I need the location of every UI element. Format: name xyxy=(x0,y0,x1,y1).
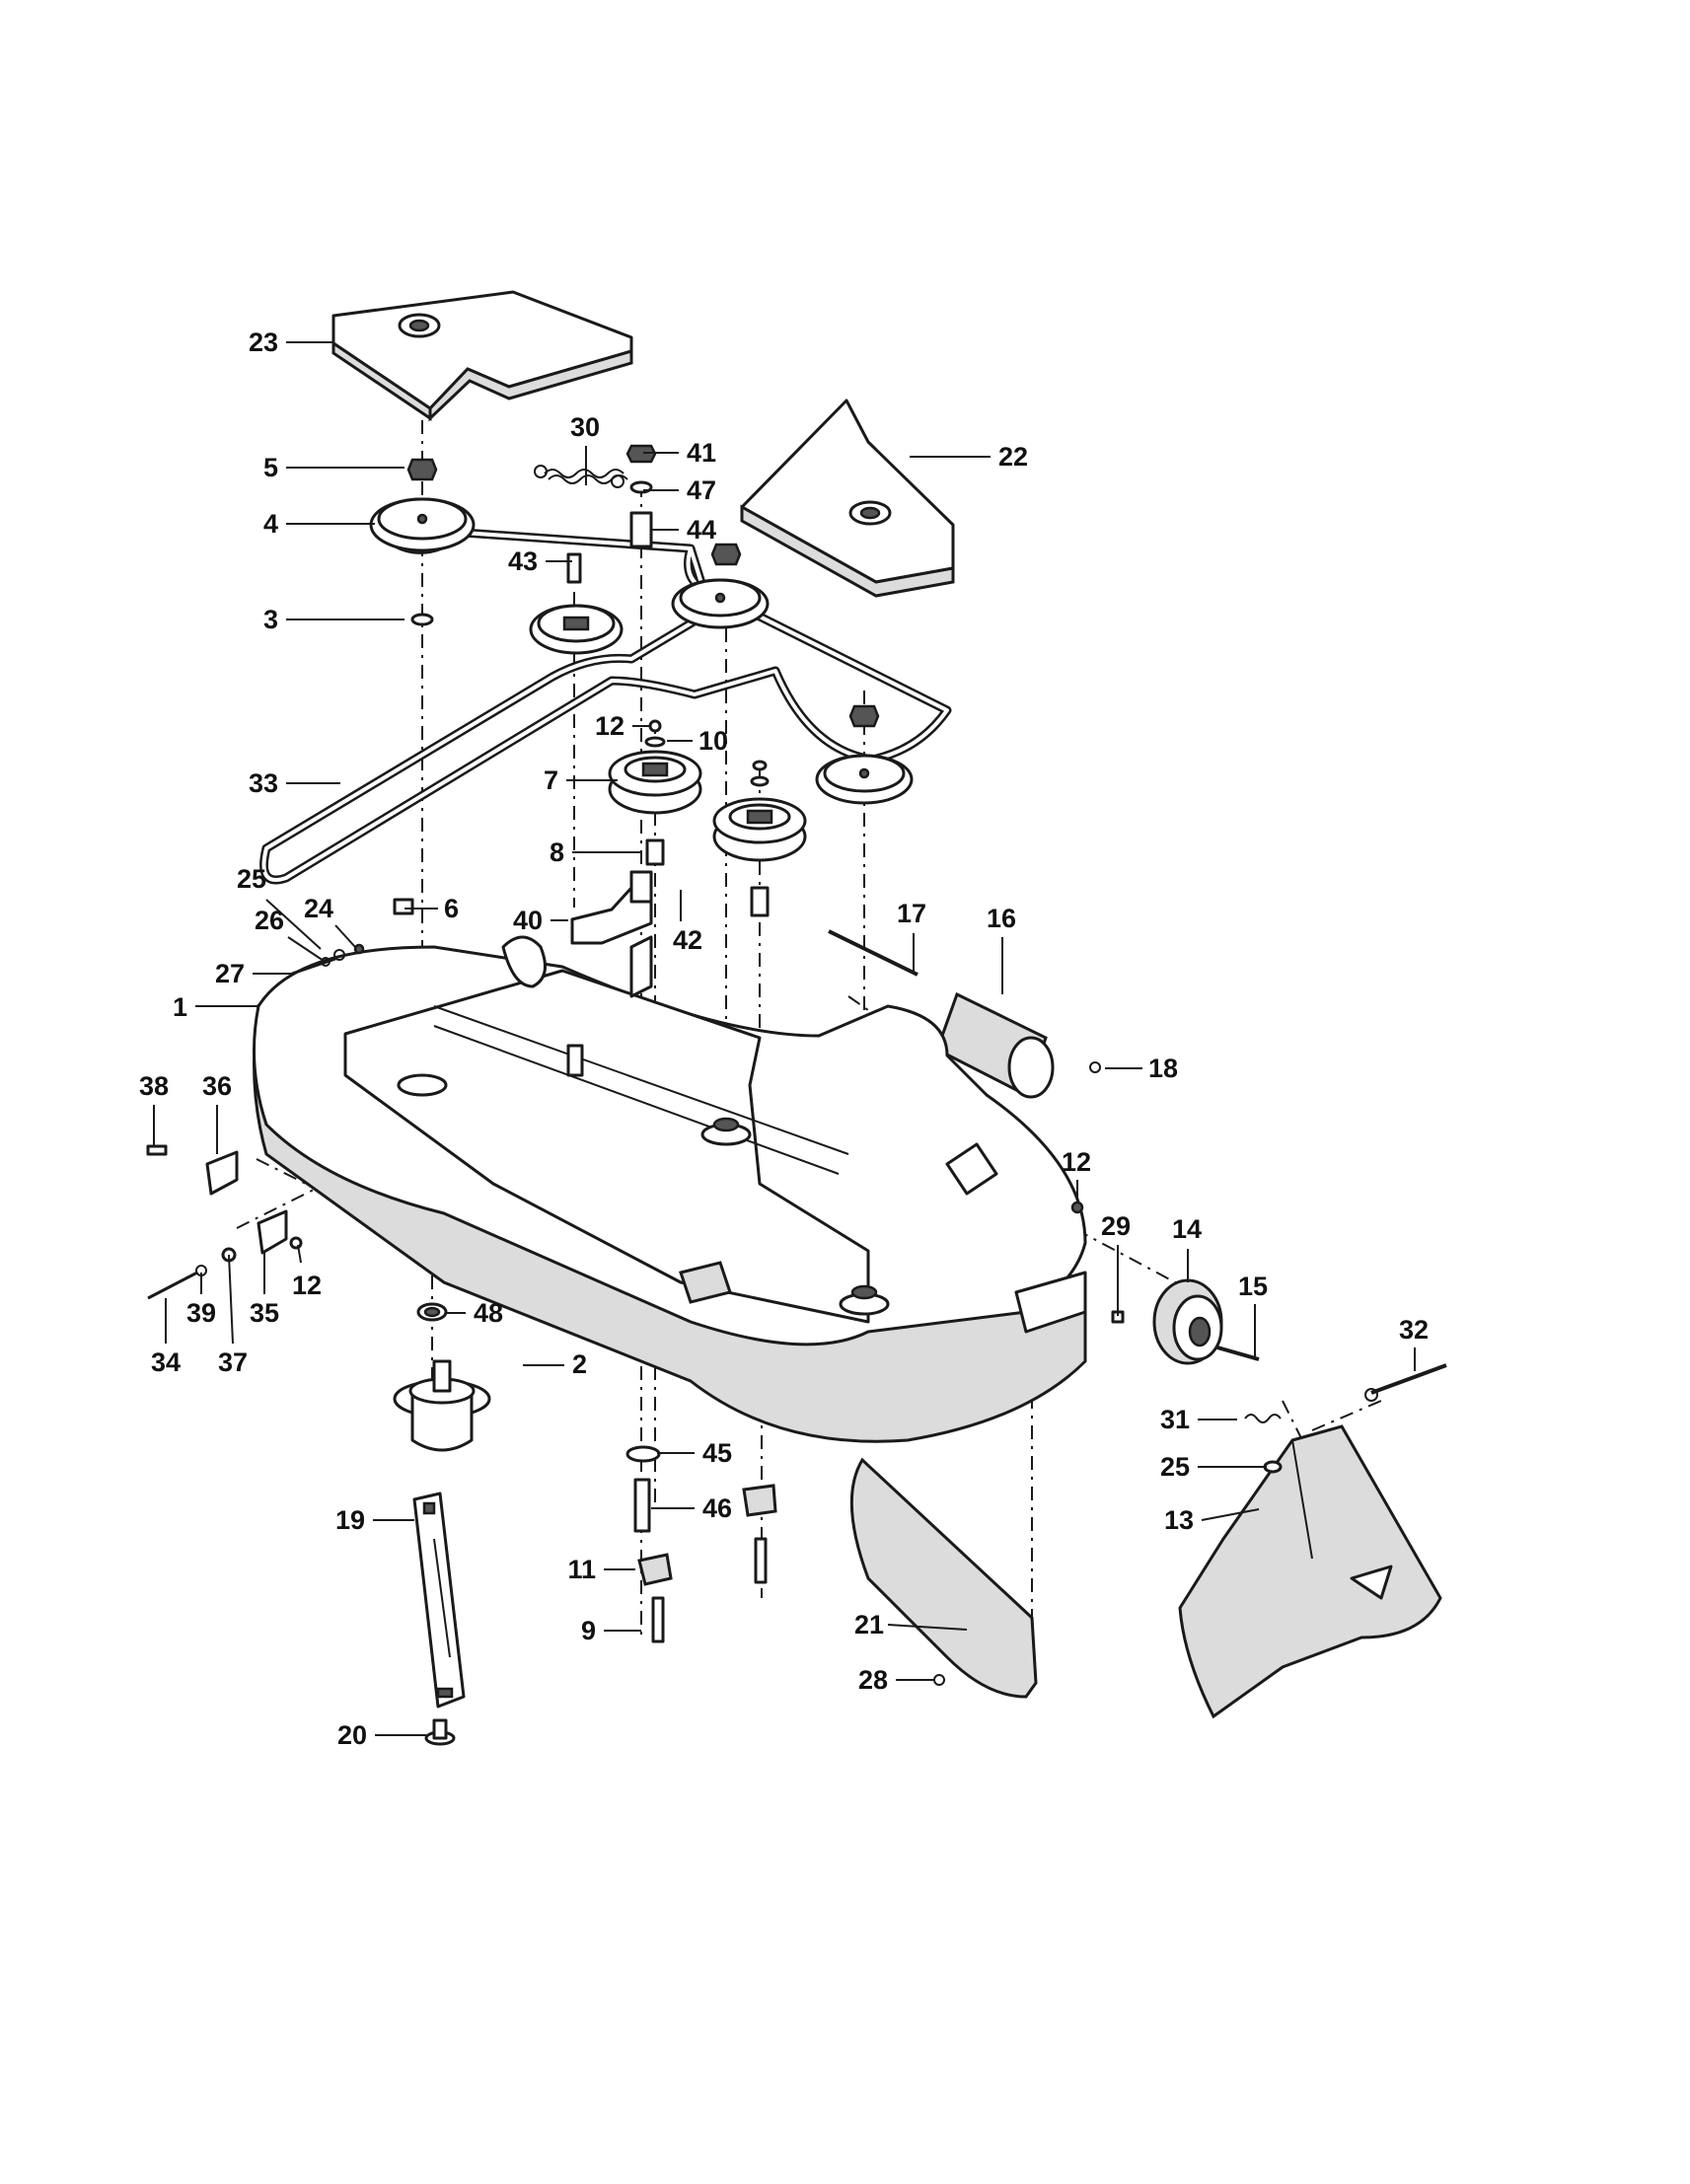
tension-spring xyxy=(534,465,628,488)
callout-label: 29 xyxy=(1101,1211,1131,1241)
spindle-assembly xyxy=(393,1302,491,1452)
blade-bolt xyxy=(424,1718,456,1746)
callout-label: 30 xyxy=(570,412,600,442)
callout-label: 9 xyxy=(581,1616,596,1645)
lower-hardware xyxy=(625,1445,777,1643)
callout-label: 46 xyxy=(702,1493,732,1523)
callout-label: 47 xyxy=(687,475,716,505)
callout-leader xyxy=(334,924,356,948)
callout-leader xyxy=(287,936,325,962)
callout-label: 42 xyxy=(673,925,702,955)
callout-label: 34 xyxy=(151,1347,181,1377)
callout-label: 25 xyxy=(1160,1452,1190,1482)
callout-label: 43 xyxy=(508,546,538,576)
pulley-center-upper xyxy=(529,604,624,655)
callout-label: 18 xyxy=(1148,1054,1178,1083)
callout-label: 10 xyxy=(698,726,728,756)
callout-label: 14 xyxy=(1172,1214,1202,1244)
hanger-brackets xyxy=(146,943,365,1300)
mower-blade xyxy=(412,1492,466,1709)
callout-label: 25 xyxy=(237,864,266,894)
idler-pulley-7 xyxy=(608,750,702,815)
callout-label: 22 xyxy=(998,442,1028,472)
callout-label: 21 xyxy=(854,1610,884,1639)
callout-label: 2 xyxy=(572,1349,587,1379)
callout-label: 17 xyxy=(897,899,926,928)
callout-label: 12 xyxy=(1062,1147,1091,1177)
callout-label: 38 xyxy=(139,1071,169,1101)
hardware-nuts-spacers xyxy=(393,444,880,945)
callout-label: 16 xyxy=(987,904,1016,933)
callout-label: 48 xyxy=(474,1298,503,1328)
callout-label: 6 xyxy=(444,894,459,923)
pulley-left xyxy=(369,497,476,552)
callout-label: 41 xyxy=(687,438,716,468)
callout-label: 8 xyxy=(550,837,564,867)
callout-label: 24 xyxy=(304,894,333,923)
callout-leader xyxy=(228,1254,234,1345)
discharge-chute xyxy=(1178,1363,1447,1719)
callout-label: 3 xyxy=(263,605,278,634)
pulley-right-upper xyxy=(671,578,770,629)
mower-deck-housing xyxy=(253,935,1087,1443)
belt-cover-right xyxy=(740,399,955,598)
callout-label: 13 xyxy=(1164,1505,1194,1535)
callout-label: 44 xyxy=(687,515,716,545)
callout-label: 45 xyxy=(702,1438,732,1468)
callout-label: 12 xyxy=(292,1271,322,1300)
callout-leader xyxy=(887,1624,968,1631)
roller-assembly xyxy=(828,929,1101,1099)
part-callouts: 1234567891011121212131415161718192021222… xyxy=(139,328,1429,1750)
callout-label: 4 xyxy=(263,509,278,539)
callout-label: 1 xyxy=(173,992,187,1022)
callout-leader xyxy=(265,899,322,950)
callout-label: 26 xyxy=(255,906,284,935)
callout-label: 5 xyxy=(263,453,278,482)
callout-label: 28 xyxy=(858,1665,888,1695)
belt-cover-left xyxy=(331,290,633,422)
deck-baffle xyxy=(849,1457,1038,1699)
callout-label: 11 xyxy=(567,1555,596,1584)
callout-label: 35 xyxy=(250,1298,279,1328)
callout-leader xyxy=(1201,1508,1260,1521)
callout-label: 15 xyxy=(1238,1272,1268,1301)
gauge-wheel xyxy=(1070,1201,1260,1365)
callout-label: 39 xyxy=(186,1298,216,1328)
callout-label: 37 xyxy=(218,1347,248,1377)
callout-label: 40 xyxy=(513,906,543,935)
callout-label: 36 xyxy=(202,1071,232,1101)
callout-label: 32 xyxy=(1399,1315,1429,1345)
idler-pulley-center xyxy=(712,797,807,862)
baffle-screw xyxy=(933,1674,945,1686)
callout-label: 27 xyxy=(215,959,245,988)
callout-label: 12 xyxy=(595,711,625,741)
callout-leader xyxy=(297,1244,302,1264)
callout-label: 20 xyxy=(337,1720,367,1750)
callout-label: 23 xyxy=(249,328,278,357)
callout-label: 7 xyxy=(544,765,558,795)
callout-label: 19 xyxy=(335,1505,365,1535)
pulley-right xyxy=(815,754,914,805)
callout-label: 31 xyxy=(1160,1405,1190,1434)
callout-label: 33 xyxy=(249,768,278,798)
